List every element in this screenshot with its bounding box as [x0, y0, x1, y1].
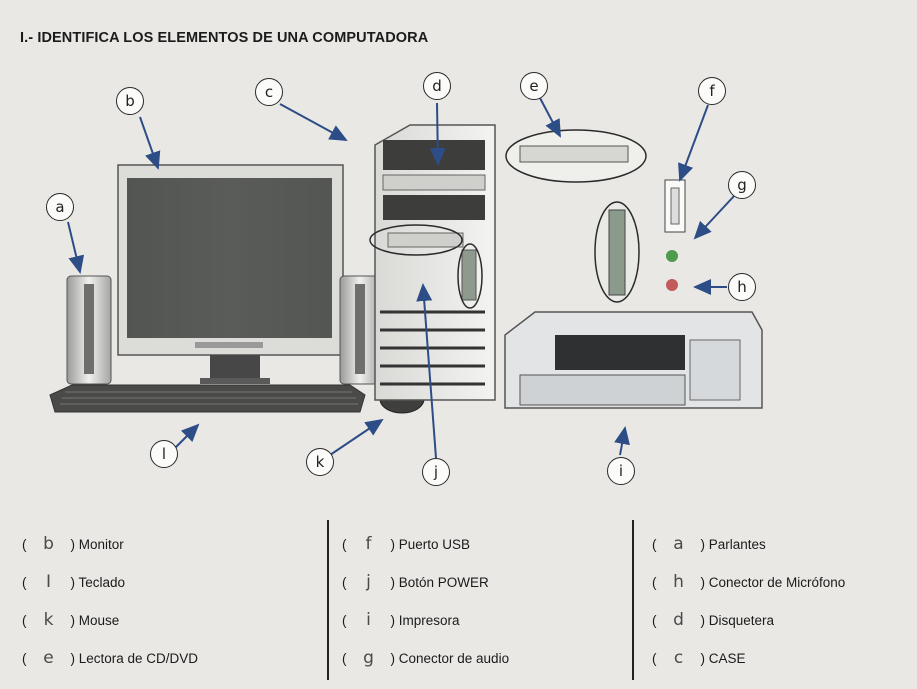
- open-paren: (: [652, 536, 657, 552]
- open-paren: (: [652, 574, 657, 590]
- callout-b: b: [116, 87, 144, 115]
- match-label: ) CASE: [700, 650, 746, 666]
- match-label: ) Botón POWER: [390, 574, 489, 590]
- callout-e: e: [520, 72, 548, 100]
- tower-case: [374, 124, 496, 401]
- match-label: ) Parlantes: [700, 536, 766, 552]
- callout-j: j: [422, 458, 450, 486]
- speakers: [66, 275, 381, 385]
- mic-jack: [666, 279, 678, 291]
- printer: [504, 311, 763, 409]
- callout-c: c: [255, 78, 283, 106]
- match-label: ) Lectora de CD/DVD: [70, 650, 199, 666]
- match-label: ) Puerto USB: [390, 536, 471, 552]
- match-label: ) Mouse: [70, 612, 120, 628]
- match-row-mouse: ( k ) Mouse: [22, 601, 198, 639]
- answer-field[interactable]: g: [363, 648, 374, 668]
- answer-field[interactable]: j: [366, 572, 371, 592]
- open-paren: (: [22, 650, 27, 666]
- match-row-disquetera: ( d ) Disquetera: [652, 601, 845, 639]
- answer-field[interactable]: f: [365, 534, 372, 554]
- match-row-usb: ( f ) Puerto USB: [342, 525, 509, 563]
- answer-field[interactable]: a: [673, 534, 684, 554]
- answer-field[interactable]: b: [43, 534, 54, 554]
- answer-field[interactable]: k: [43, 610, 54, 630]
- keyboard: [49, 384, 366, 413]
- open-paren: (: [342, 612, 347, 628]
- callout-g: g: [728, 171, 756, 199]
- match-label: ) Conector de Micrófono: [700, 574, 846, 590]
- usb-highlight: [457, 243, 483, 309]
- callout-h: h: [728, 273, 756, 301]
- match-row-parlantes: ( a ) Parlantes: [652, 525, 845, 563]
- answer-field[interactable]: i: [366, 610, 371, 630]
- match-row-power: ( j ) Botón POWER: [342, 563, 509, 601]
- floppy-highlight: [369, 224, 463, 256]
- match-label: ) Monitor: [70, 536, 124, 552]
- callout-a: a: [46, 193, 74, 221]
- match-row-monitor: ( b ) Monitor: [22, 525, 198, 563]
- match-label: ) Impresora: [390, 612, 460, 628]
- match-row-case: ( c ) CASE: [652, 639, 845, 677]
- matching-column-2: ( f ) Puerto USB ( j ) Botón POWER ( i )…: [342, 525, 509, 677]
- answer-field[interactable]: d: [673, 610, 684, 630]
- open-paren: (: [22, 574, 27, 590]
- open-paren: (: [342, 650, 347, 666]
- answer-field[interactable]: c: [673, 648, 684, 668]
- callout-d: d: [423, 72, 451, 100]
- computer-illustration: [49, 97, 763, 459]
- match-label: ) Disquetera: [700, 612, 775, 628]
- matching-column-3: ( a ) Parlantes ( h ) Conector de Micróf…: [652, 525, 845, 677]
- open-paren: (: [342, 536, 347, 552]
- match-row-teclado: ( I ) Teclado: [22, 563, 198, 601]
- match-label: ) Conector de audio: [390, 650, 510, 666]
- callout-l: l: [150, 440, 178, 468]
- matching-column-1: ( b ) Monitor ( I ) Teclado ( k ) Mouse …: [22, 525, 198, 677]
- monitor: [117, 164, 344, 384]
- column-divider-2: [632, 520, 634, 680]
- callout-f: f: [698, 77, 726, 105]
- callout-i: i: [607, 457, 635, 485]
- answer-field[interactable]: I: [45, 572, 51, 592]
- open-paren: (: [22, 612, 27, 628]
- match-row-microfono: ( h ) Conector de Micrófono: [652, 563, 845, 601]
- open-paren: (: [22, 536, 27, 552]
- callout-k: k: [306, 448, 334, 476]
- open-paren: (: [342, 574, 347, 590]
- match-row-cd-dvd: ( e ) Lectora de CD/DVD: [22, 639, 198, 677]
- answer-field[interactable]: e: [43, 648, 54, 668]
- worksheet-title: I.- IDENTIFICA LOS ELEMENTOS DE UNA COMP…: [20, 30, 429, 46]
- audio-jack: [666, 250, 678, 262]
- open-paren: (: [652, 612, 657, 628]
- match-label: ) Teclado: [70, 574, 126, 590]
- answer-field[interactable]: h: [673, 572, 684, 592]
- match-row-impresora: ( i ) Impresora: [342, 601, 509, 639]
- match-row-audio: ( g ) Conector de audio: [342, 639, 509, 677]
- open-paren: (: [652, 650, 657, 666]
- column-divider-1: [327, 520, 329, 680]
